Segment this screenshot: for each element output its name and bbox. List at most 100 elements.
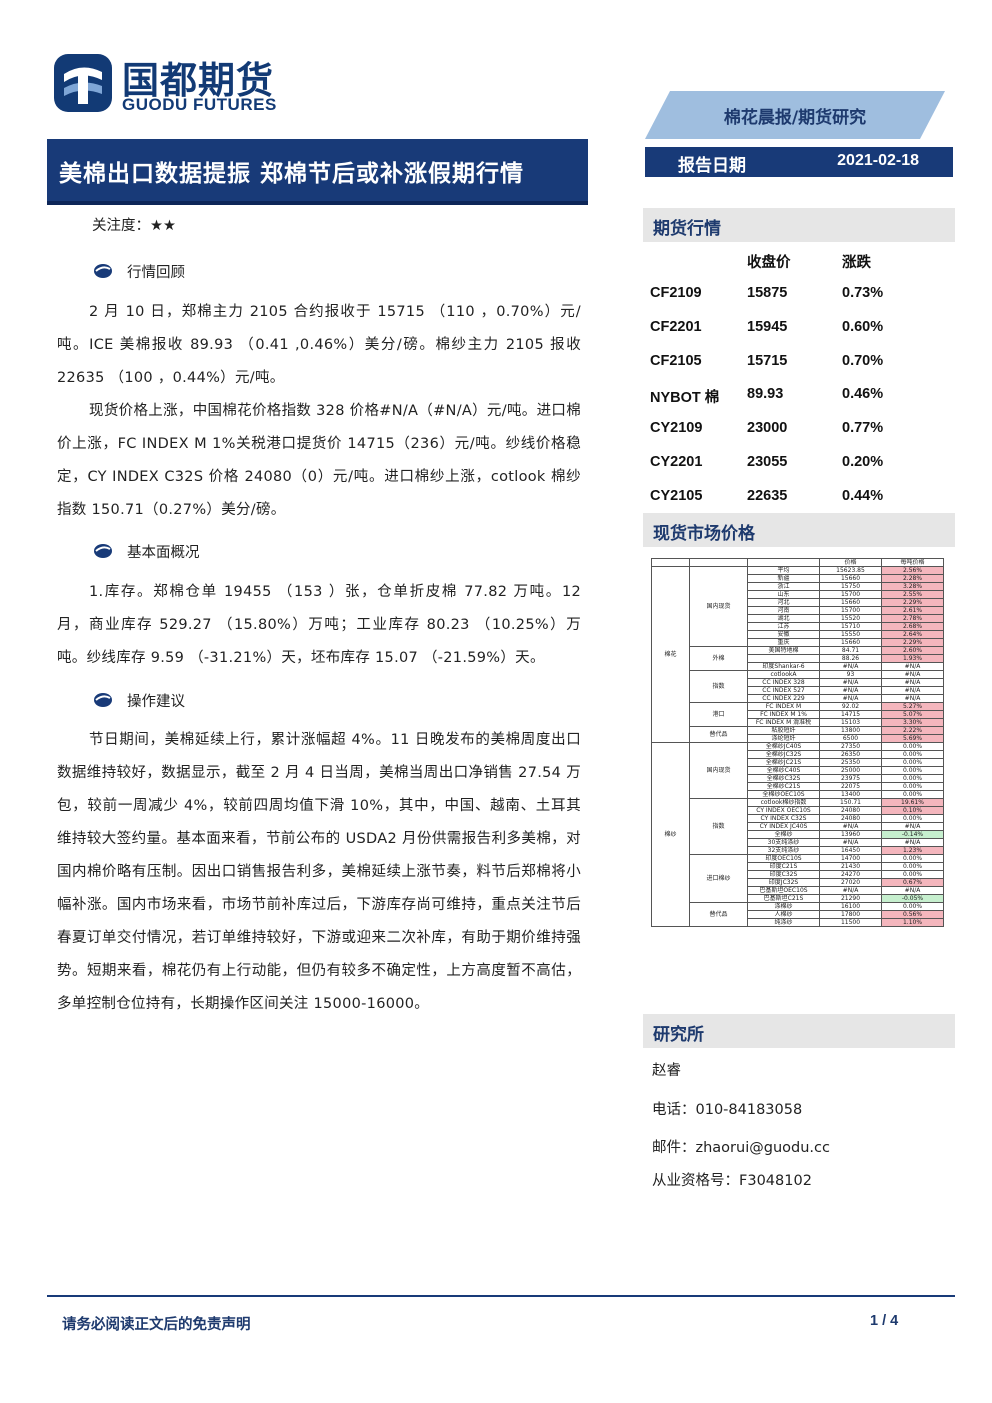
spot-change: 0.00% xyxy=(881,902,944,911)
spot-item: 安徽 xyxy=(747,630,820,639)
futures-close: 15945 xyxy=(747,319,788,335)
spot-change: 2.56% xyxy=(881,566,944,575)
spot-change: #N/A xyxy=(881,678,944,687)
spot-item: cotlook棉纱指数 xyxy=(747,798,820,807)
spot-change: 0.00% xyxy=(881,854,944,863)
spot-price: 25350 xyxy=(819,758,882,767)
spot-item: 全棉纱C40S xyxy=(747,766,820,775)
spot-item: 河南 xyxy=(747,606,820,615)
spot-item: FC INDEX M xyxy=(747,702,820,711)
spot-item: CY INDEX C32S xyxy=(747,814,820,823)
analyst-email[interactable]: 邮件：zhaorui@guodu.cc xyxy=(652,1140,830,1156)
analyst-license: 从业资格号：F3048102 xyxy=(652,1173,812,1189)
spot-price: 15660 xyxy=(819,598,882,607)
spot-item: 重庆 xyxy=(747,638,820,647)
spot-price: 26350 xyxy=(819,750,882,759)
spot-price: 15550 xyxy=(819,630,882,639)
spot-change: 0.00% xyxy=(881,774,944,783)
spot-price: #N/A xyxy=(819,838,882,847)
footer-disclaimer[interactable]: 请务必阅读正文后的免责声明 xyxy=(62,1317,251,1333)
spot-change: 2.61% xyxy=(881,606,944,615)
futures-contract: CY2109 xyxy=(650,420,703,436)
spot-change: 1.93% xyxy=(881,654,944,663)
spot-change: 5.27% xyxy=(881,702,944,711)
spot-item xyxy=(747,654,820,663)
spot-heading: 现货市场价格 xyxy=(643,513,955,547)
spot-change: 1.10% xyxy=(881,918,944,927)
futures-change: 0.44% xyxy=(842,488,884,504)
spot-subcategory: 进口棉纱 xyxy=(689,854,748,903)
spot-item: 全棉纱C32S xyxy=(747,774,820,783)
analyst-name: 赵睿 xyxy=(652,1063,681,1079)
spot-change: 0.10% xyxy=(881,806,944,815)
spot-price: #N/A xyxy=(819,662,882,671)
spot-change: 5.07% xyxy=(881,710,944,719)
spot-item: 山东 xyxy=(747,590,820,599)
spot-change: 2.55% xyxy=(881,590,944,599)
spot-price: #N/A xyxy=(819,678,882,687)
footer-divider xyxy=(47,1295,955,1297)
spot-item: 全棉纱JC32S xyxy=(747,750,820,759)
spot-item: CY INDEX OEC10S xyxy=(747,806,820,815)
futures-change: 0.73% xyxy=(842,285,884,301)
spot-item: FC INDEX M 1% xyxy=(747,710,820,719)
futures-heading-label: 期货行情 xyxy=(653,219,721,239)
spot-change: 0.00% xyxy=(881,814,944,823)
report-type-tag: 棉花晨报/期货研究 xyxy=(645,91,945,139)
spot-change: 0.00% xyxy=(881,862,944,871)
spot-change: #N/A xyxy=(881,670,944,679)
spot-change: #N/A xyxy=(881,822,944,831)
spot-change: 0.00% xyxy=(881,742,944,751)
futures-heading: 期货行情 xyxy=(643,208,955,242)
spot-price: 15750 xyxy=(819,582,882,591)
spot-price: 15700 xyxy=(819,590,882,599)
spot-item: 印度JC32S xyxy=(747,878,820,887)
spot-change: 1.23% xyxy=(881,846,944,855)
attention-rating: 关注度：★★ xyxy=(92,218,176,234)
spot-price: 22075 xyxy=(819,782,882,791)
futures-contract: CY2105 xyxy=(650,488,703,504)
spot-price: 27350 xyxy=(819,742,882,751)
futures-close: 15875 xyxy=(747,285,788,301)
spot-item: 全棉纱 xyxy=(747,830,820,839)
spot-price: 23975 xyxy=(819,774,882,783)
title-banner: 美棉出口数据提振 郑棉节后或补涨假期行情 xyxy=(47,139,588,205)
spot-price: 14715 xyxy=(819,710,882,719)
spot-change: 5.69% xyxy=(881,734,944,743)
spot-change: 0.00% xyxy=(881,782,944,791)
spot-item: 人棉纱 xyxy=(747,910,820,919)
futures-change: 0.20% xyxy=(842,454,884,470)
spot-header-blank xyxy=(747,558,820,567)
spot-category: 棉花 xyxy=(651,566,690,743)
spot-item: 全棉纱OEC10S xyxy=(747,790,820,799)
spot-change: 3.30% xyxy=(881,718,944,727)
spot-price: 24080 xyxy=(819,806,882,815)
spot-change: #N/A xyxy=(881,662,944,671)
spot-category: 棉纱 xyxy=(651,742,690,927)
spot-price: 17800 xyxy=(819,910,882,919)
spot-item: 全棉纱C21S xyxy=(747,782,820,791)
analyst-phone: 电话：010-84183058 xyxy=(652,1102,803,1118)
futures-contract: CY2201 xyxy=(650,454,703,470)
spot-item: CC INDEX 229 xyxy=(747,694,820,703)
section-bullet-icon xyxy=(94,544,112,558)
futures-col-close: 收盘价 xyxy=(747,255,791,271)
futures-contract: CF2109 xyxy=(650,285,702,301)
logo-mark-icon xyxy=(54,54,112,112)
brand-name-cn: 国都期货 xyxy=(122,59,274,102)
spot-item: 粘胶短纤 xyxy=(747,726,820,735)
spot-item: 32支纯涤纱 xyxy=(747,846,820,855)
section-title: 行情回顾 xyxy=(127,265,185,281)
spot-change: 2.28% xyxy=(881,574,944,583)
spot-subcategory: 替代品 xyxy=(689,902,748,927)
spot-price: 24270 xyxy=(819,870,882,879)
futures-contract: CF2105 xyxy=(650,353,702,369)
